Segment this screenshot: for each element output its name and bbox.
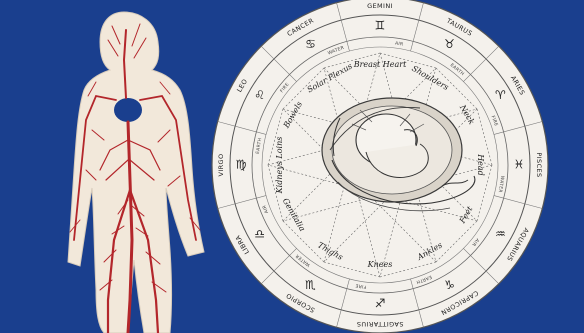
sign-name-label: VIRGO — [217, 153, 225, 176]
body-part-label: Knees — [367, 260, 393, 269]
sign-glyph-icon: ♒ — [495, 227, 506, 241]
sign-glyph-icon: ♎ — [254, 227, 265, 241]
sign-glyph-icon: ♌ — [254, 88, 265, 102]
sign-glyph-icon: ♉ — [444, 37, 455, 51]
sign-glyph-icon: ♏ — [305, 278, 316, 292]
sign-name-label: PISCES — [535, 152, 543, 177]
sign-name-label: GEMINI — [367, 2, 393, 10]
sign-glyph-icon: ♋ — [305, 37, 316, 51]
sign-glyph-icon: ♈ — [495, 88, 506, 102]
sign-glyph-icon: ♍ — [236, 158, 247, 172]
sign-glyph-icon: ♑ — [444, 278, 455, 292]
body-part-label: Kidneys Loins — [275, 137, 284, 195]
sign-glyph-icon: ♊ — [375, 19, 386, 33]
sign-glyph-icon: ♓ — [514, 158, 525, 172]
sign-glyph-icon: ♐ — [375, 297, 386, 311]
body-part-label: Breast Heart — [353, 60, 407, 69]
body-part-label: Head — [476, 153, 485, 176]
sign-name-label: SAGITTARIUS — [356, 320, 403, 328]
